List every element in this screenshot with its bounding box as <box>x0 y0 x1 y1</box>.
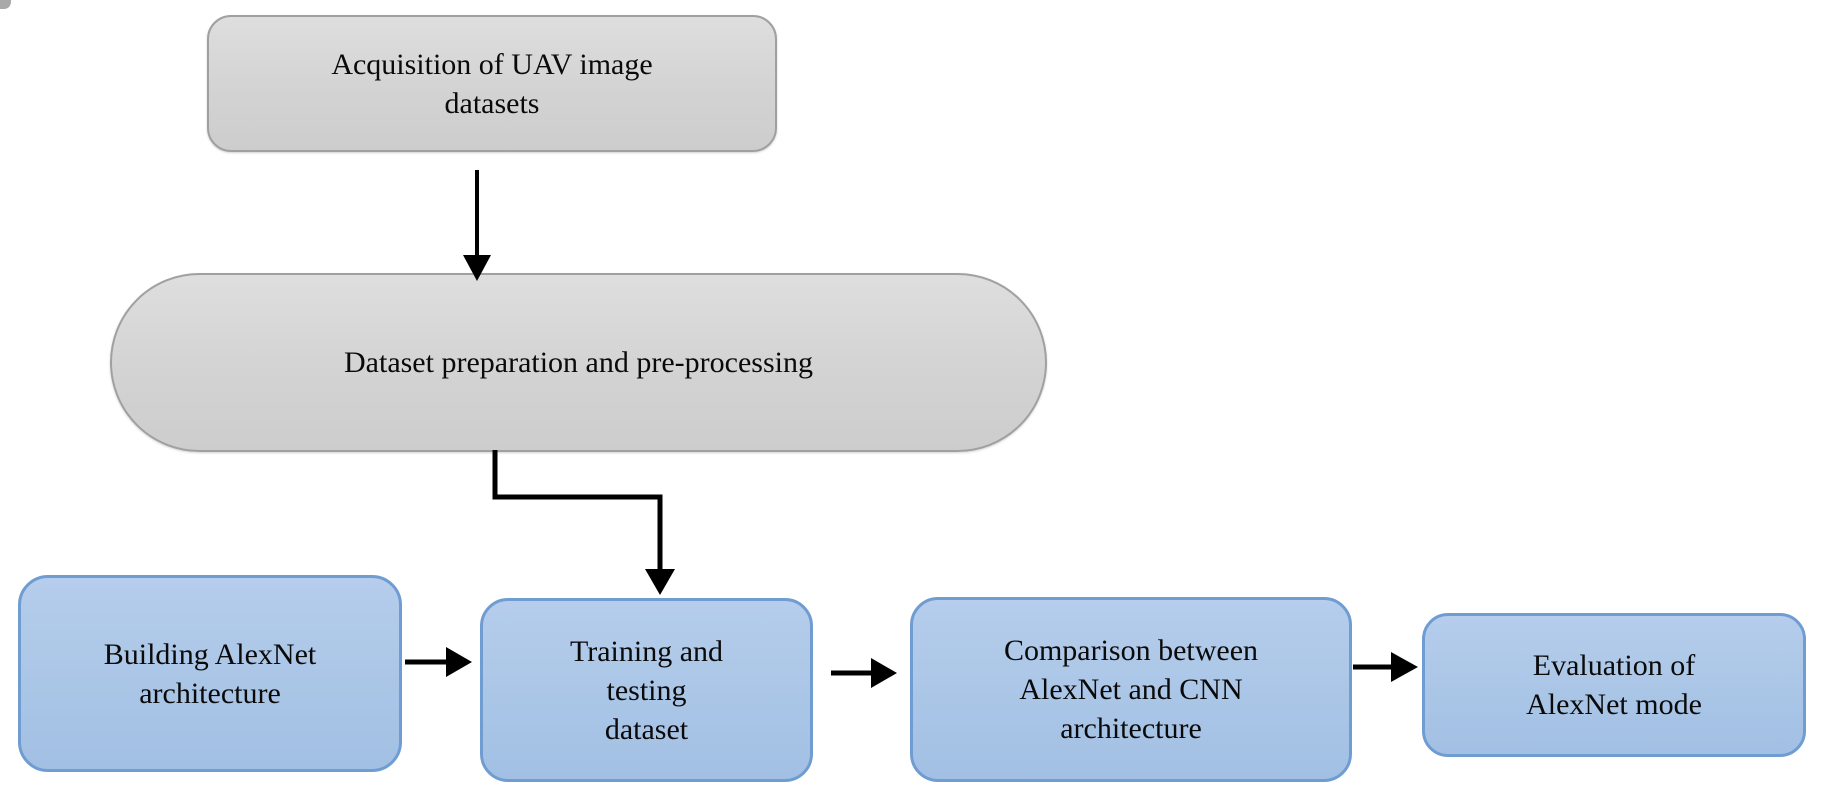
node-label: Comparison between AlexNet and CNN archi… <box>913 631 1349 748</box>
node-label-line: testing <box>606 673 687 707</box>
node-building-alexnet-architecture: Building AlexNet architecture <box>18 575 402 772</box>
corner-artifact <box>0 0 11 9</box>
node-label-line: datasets <box>444 86 540 120</box>
node-acquisition-of-uav-image-datasets: Acquisition of UAV image datasets <box>207 15 777 152</box>
node-label-line: Dataset preparation and pre-processing <box>344 346 813 379</box>
arrow-comparison-to-evaluation <box>1353 652 1418 682</box>
node-label-line: Training and <box>569 634 724 668</box>
node-label: Training and testing dataset <box>483 632 810 749</box>
node-label-line: Comparison between <box>1003 634 1259 667</box>
node-label-line: AlexNet mode <box>1526 688 1702 721</box>
node-label: Dataset preparation and pre-processing <box>112 343 1045 382</box>
node-label-line: architecture <box>1060 712 1202 745</box>
node-label-line: AlexNet and CNN <box>1019 673 1243 706</box>
arrow-building-to-training <box>405 647 472 677</box>
arrow-acquisition-to-preparation <box>463 170 491 281</box>
node-label-line: architecture <box>139 676 281 710</box>
node-label-line: dataset <box>604 712 689 746</box>
node-label: Building AlexNet architecture <box>21 635 399 713</box>
node-comparison-between-alexnet-and-cnn: Comparison between AlexNet and CNN archi… <box>910 597 1352 782</box>
node-label-line: Acquisition of UAV image <box>331 47 653 81</box>
node-label-line: Building AlexNet <box>103 637 317 671</box>
node-training-and-testing-dataset: Training and testing dataset <box>480 598 813 782</box>
node-dataset-preparation-and-preprocessing: Dataset preparation and pre-processing <box>110 273 1047 452</box>
node-label: Acquisition of UAV image datasets <box>209 45 775 123</box>
node-label: Evaluation of AlexNet mode <box>1425 646 1803 724</box>
arrow-training-to-comparison <box>831 658 897 688</box>
node-evaluation-of-alexnet-mode: Evaluation of AlexNet mode <box>1422 613 1806 757</box>
arrow-preparation-to-training <box>492 450 675 595</box>
node-label-line: Evaluation of <box>1532 649 1696 682</box>
